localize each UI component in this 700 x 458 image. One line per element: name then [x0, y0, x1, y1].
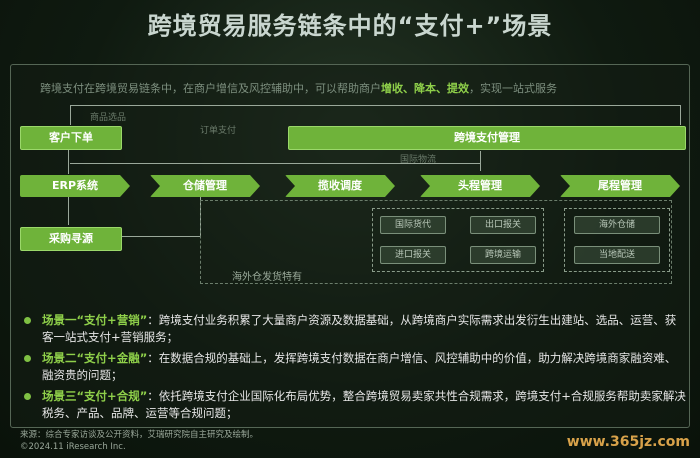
scenario-lead: 场景一“支付+营销”	[42, 313, 148, 327]
export-declaration-box: 出口报关	[470, 216, 536, 234]
watermark: www.365jz.com	[566, 434, 690, 450]
connector-left	[70, 105, 71, 125]
scenario-lead: 场景二“支付+金融”	[42, 351, 148, 365]
scenario-text: ：跨境支付业务积累了大量商户资源及数据基础，从跨境商户实际需求出发衍生出建站、选…	[42, 313, 677, 344]
scenario-list: 场景一“支付+营销”：跨境支付业务积累了大量商户资源及数据基础，从跨境商户实际需…	[20, 312, 686, 426]
scenario-text: ：依托跨境支付企业国际化布局优势，整合跨境贸易卖家共性合规需求，跨境支付+合规服…	[42, 389, 686, 420]
overseas-dashed-region	[200, 200, 672, 284]
connector-procure-warehouse	[120, 236, 200, 237]
faint-label-selection: 商品选品	[90, 113, 127, 123]
faint-label-payment: 订单支付	[200, 126, 237, 136]
local-delivery-box: 当地配送	[574, 246, 660, 264]
collection-dispatch-box: 揽收调度	[285, 175, 395, 197]
overseas-note: 海外仓发货特有	[232, 272, 302, 283]
connector-payment-down	[480, 151, 481, 171]
scenario-item: 场景三“支付+合规”：依托跨境支付企业国际化布局优势，整合跨境贸易卖家共性合规需…	[20, 388, 686, 422]
erp-system-box: ERP系统	[20, 175, 130, 197]
warehouse-mgmt-box: 仓储管理	[150, 175, 260, 197]
cross-border-payment-mgmt-box: 跨境支付管理	[288, 126, 686, 150]
subtitle-pre: 跨境支付在跨境贸易链条中，在商户增信及风控辅助中，可以帮助商户	[40, 82, 381, 95]
scenario-text: ：在数据合规的基础上，发挥跨境支付数据在商户增信、风控辅助中的价值，助力解决跨境…	[42, 351, 677, 382]
copyright-note: ©2024.11 iResearch Inc.	[20, 442, 126, 452]
connector-order-erp	[68, 148, 69, 174]
customer-order-box: 客户下单	[20, 126, 122, 150]
procurement-box: 采购寻源	[20, 227, 122, 251]
first-mile-box: 头程管理	[420, 175, 540, 197]
subtitle-post: ，实现一站式服务	[469, 82, 557, 95]
last-mile-box: 尾程管理	[560, 175, 680, 197]
connector-mid	[70, 163, 480, 164]
scenario-item: 场景一“支付+营销”：跨境支付业务积累了大量商户资源及数据基础，从跨境商户实际需…	[20, 312, 686, 346]
connector-top	[70, 105, 680, 106]
page-title: 跨境贸易服务链条中的“支付+”场景	[147, 12, 553, 40]
source-note: 来源：综合专家访谈及公开资料，艾瑞研究院自主研究及绘制。	[20, 430, 259, 440]
cross-border-transport-box: 跨境运输	[470, 246, 536, 264]
last-mile-sub-region	[564, 208, 670, 272]
bullet-dot	[24, 393, 31, 400]
overseas-storage-box: 海外仓储	[574, 216, 660, 234]
bullet-dot	[24, 355, 31, 362]
bullet-dot	[24, 317, 31, 324]
connector-right	[680, 105, 681, 125]
faint-label-logistics: 国际物流	[400, 155, 437, 165]
import-declaration-box: 进口报关	[380, 246, 446, 264]
subtitle-highlight: 增收、降本、提效	[381, 82, 469, 95]
scenario-lead: 场景三“支付+合规”	[42, 389, 148, 403]
connector-erp-procure	[68, 197, 69, 225]
scenario-item: 场景二“支付+金融”：在数据合规的基础上，发挥跨境支付数据在商户增信、风控辅助中…	[20, 350, 686, 384]
first-mile-sub-region	[372, 208, 544, 272]
diagram-subtitle: 跨境支付在跨境贸易链条中，在商户增信及风控辅助中，可以帮助商户增收、降本、提效，…	[40, 80, 660, 96]
intl-forwarder-box: 国际货代	[380, 216, 446, 234]
